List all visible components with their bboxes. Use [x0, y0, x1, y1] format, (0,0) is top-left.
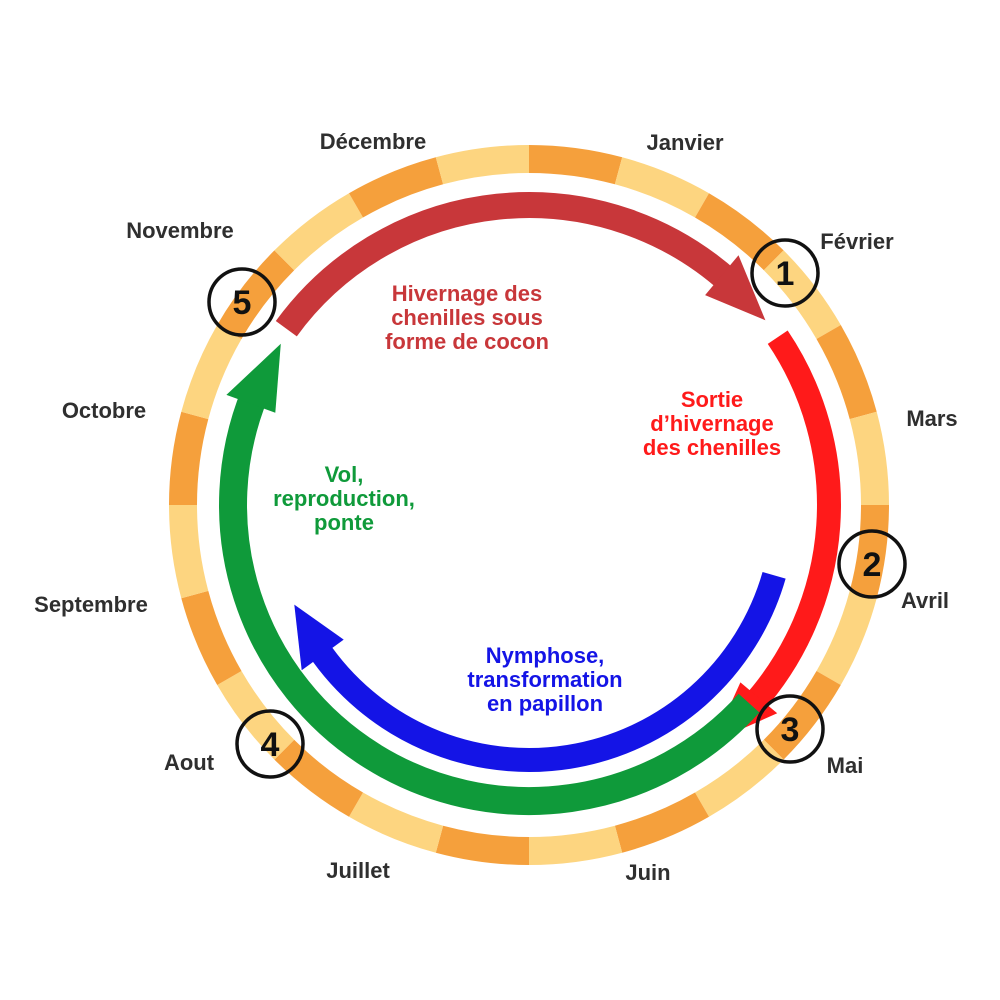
marker-circle-4 [235, 709, 305, 779]
ring-segment-janvier-first-half [529, 145, 623, 185]
ring-segment-decembre-second-half [435, 145, 529, 185]
nymphose-line-3: en papillon [487, 691, 603, 716]
month-label-mai: Mai [827, 753, 864, 778]
stage-marker-2: 2 [837, 529, 907, 599]
marker-number-5: 5 [233, 284, 252, 322]
phase-label-vol: Vol, reproduction, ponte [273, 462, 415, 535]
month-labels: Janvier Février Mars Avril Mai Juin Juil… [34, 129, 958, 885]
ring-segment-octobre-first-half [169, 411, 209, 505]
marker-circle-1 [750, 238, 820, 308]
sortie-line-2: d’hivernage [650, 411, 773, 436]
phase-label-hivernage: Hivernage des chenilles sous forme de co… [385, 281, 549, 354]
hivernage-arrow [275, 192, 739, 337]
ring-segment-septembre-first-half [181, 590, 242, 685]
hivernage-arrowhead [705, 255, 766, 321]
ring-segment-mars-first-half [816, 325, 877, 420]
month-label-fevrier: Février [820, 229, 894, 254]
month-label-janvier: Janvier [646, 130, 723, 155]
month-label-septembre: Septembre [34, 592, 148, 617]
sortie-arrow [742, 330, 841, 714]
ring-segment-mars-second-half [849, 411, 889, 505]
ring-segment-mai-second-half [695, 739, 784, 817]
phase-label-sortie: Sortie d’hivernage des chenilles [643, 387, 781, 460]
month-label-juillet: Juillet [326, 858, 390, 883]
month-label-octobre: Octobre [62, 398, 146, 423]
hivernage-line-1: Hivernage des [392, 281, 542, 306]
vol-arrowhead [226, 343, 281, 413]
marker-number-4: 4 [261, 726, 280, 764]
vol-line-1: Vol, [325, 462, 364, 487]
ring-segment-juillet-first-half [435, 825, 529, 865]
month-label-aout: Aout [164, 750, 215, 775]
ring-segment-fevrier-second-half [763, 250, 841, 339]
nymphose-arrow [307, 571, 786, 772]
ring-segment-novembre-first-half [217, 250, 295, 339]
hivernage-line-3: forme de cocon [385, 329, 549, 354]
vol-arrow [219, 388, 760, 815]
month-label-avril: Avril [901, 588, 949, 613]
month-ring [169, 145, 889, 865]
month-label-mars: Mars [906, 406, 957, 431]
vol-line-2: reproduction, [273, 486, 415, 511]
ring-segment-novembre-second-half [274, 193, 363, 271]
ring-segment-avril-first-half [849, 505, 889, 599]
marker-number-1: 1 [776, 255, 795, 293]
marker-circle-3 [755, 694, 825, 764]
stage-markers: 1 2 3 4 5 [207, 238, 907, 779]
ring-segment-juillet-second-half [349, 792, 444, 853]
hivernage-line-2: chenilles sous [391, 305, 543, 330]
month-label-novembre: Novembre [126, 218, 234, 243]
ring-segment-decembre-first-half [349, 157, 444, 218]
month-label-juin: Juin [625, 860, 670, 885]
ring-segment-mai-first-half [763, 671, 841, 760]
phase-label-nymphose: Nymphose, transformation en papillon [467, 643, 622, 716]
ring-segment-janvier-second-half [614, 157, 709, 218]
ring-segment-juin-first-half [614, 792, 709, 853]
phase-arcs [219, 192, 841, 815]
ring-segment-septembre-second-half [169, 505, 209, 599]
sortie-line-1: Sortie [681, 387, 743, 412]
stage-marker-1: 1 [750, 238, 820, 308]
month-label-decembre: Décembre [320, 129, 426, 154]
marker-number-3: 3 [781, 711, 800, 749]
stage-marker-4: 4 [235, 709, 305, 779]
marker-circle-5 [207, 267, 277, 337]
ring-segment-avril-second-half [816, 590, 877, 685]
nymphose-line-1: Nymphose, [486, 643, 605, 668]
stage-marker-3: 3 [755, 694, 825, 764]
ring-segment-aout-first-half [274, 739, 363, 817]
ring-segment-octobre-second-half [181, 325, 242, 420]
vol-line-3: ponte [314, 510, 374, 535]
phase-labels: Hivernage des chenilles sous forme de co… [273, 281, 781, 716]
marker-number-2: 2 [863, 546, 882, 584]
stage-marker-5: 5 [207, 267, 277, 337]
sortie-line-3: des chenilles [643, 435, 781, 460]
marker-circle-2 [837, 529, 907, 599]
nymphose-line-2: transformation [467, 667, 622, 692]
nymphose-arrowhead [294, 604, 344, 671]
ring-segment-juin-second-half [529, 825, 623, 865]
